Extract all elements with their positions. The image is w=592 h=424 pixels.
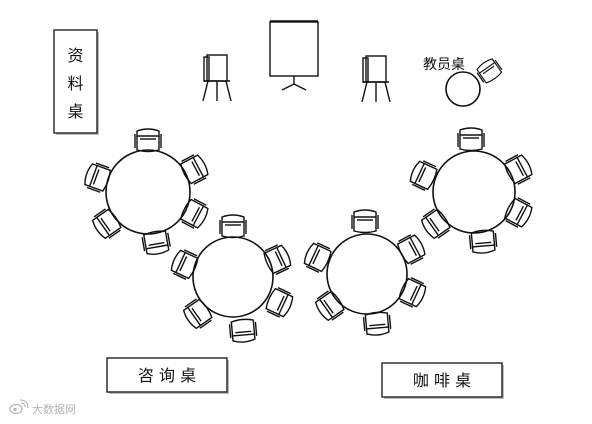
round-table-icon	[326, 233, 408, 315]
coffee-table: 咖 啡 桌	[381, 362, 504, 399]
consult-table: 咨 询 桌	[106, 357, 229, 394]
weibo-logo-icon	[9, 399, 29, 415]
watermark: 大数据网	[9, 399, 76, 416]
chair-icon	[228, 317, 258, 344]
teacher-table-label: 教员桌	[423, 57, 465, 73]
teacher-table: 教员桌	[423, 56, 505, 107]
consult-table-label: 咨 询 桌	[138, 366, 196, 385]
resource-table: 资 料 桌	[53, 29, 99, 135]
chair-icon	[351, 209, 379, 234]
resource-table-label-char-3: 桌	[67, 102, 83, 121]
watermark-text: 大数据网	[32, 402, 76, 416]
chair-icon	[134, 128, 162, 153]
round-table-icon	[432, 150, 516, 234]
resource-table-label-char-2: 料	[67, 74, 83, 93]
chair-icon	[457, 127, 485, 152]
easel-icon-right	[361, 55, 391, 103]
chair-icon	[219, 214, 247, 239]
resource-table-label-char-1: 资	[67, 46, 83, 65]
chair-icon	[474, 56, 505, 86]
easel-icon-left	[202, 54, 232, 102]
projection-screen-icon	[269, 20, 319, 91]
round-table-group-2	[168, 214, 296, 344]
round-table-group-4	[407, 127, 536, 255]
round-table-group-1	[81, 128, 212, 257]
round-table-group-3	[301, 209, 429, 337]
chair-icon	[362, 310, 392, 337]
coffee-table-label: 咖 啡 桌	[413, 371, 471, 390]
